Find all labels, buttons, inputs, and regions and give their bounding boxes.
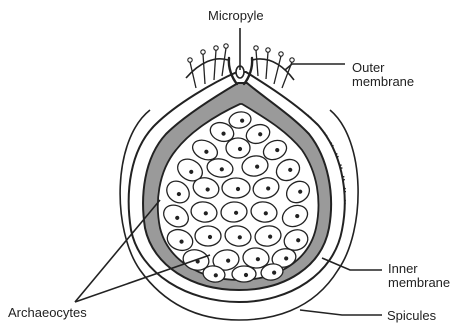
outer-membrane-label: Outer membrane bbox=[352, 61, 414, 89]
inner-membrane-label: Inner membrane bbox=[388, 262, 450, 290]
collar-spicule bbox=[274, 56, 281, 84]
archaeocyte-nucleus bbox=[208, 235, 212, 239]
archaeocyte bbox=[222, 178, 250, 198]
archaeocyte bbox=[195, 226, 221, 246]
micropyle-label: Micropyle bbox=[208, 9, 264, 23]
archaeocyte-membrane bbox=[195, 226, 221, 246]
spicules-label-text: Spicules bbox=[387, 309, 436, 323]
collar-spicule-tip bbox=[224, 44, 228, 48]
collar-spicule-tip bbox=[266, 48, 270, 52]
leader-spicules bbox=[300, 310, 382, 315]
collar-spicule bbox=[190, 62, 196, 88]
archaeocyte bbox=[226, 138, 250, 158]
collar-spicule bbox=[256, 50, 258, 76]
archaeocyte-membrane bbox=[232, 266, 256, 282]
collar-spicule bbox=[203, 54, 205, 84]
archaeocyte-nucleus bbox=[244, 273, 248, 277]
archaeocyte bbox=[232, 266, 256, 282]
archaeocyte-nucleus bbox=[236, 187, 240, 191]
collar-spicule-tip bbox=[290, 58, 294, 62]
collar-spicule-tip bbox=[214, 46, 218, 50]
collar-spicule-tip bbox=[279, 52, 283, 56]
outer-membrane-label-line-2: membrane bbox=[352, 75, 414, 89]
collar-spicule-tip bbox=[201, 50, 205, 54]
archaeocyte-membrane bbox=[226, 138, 250, 158]
inner-membrane-label-line-2: membrane bbox=[388, 276, 450, 290]
collar-spicule bbox=[266, 52, 268, 79]
collar-spicule-tip bbox=[254, 46, 258, 50]
collar-spicule bbox=[222, 48, 226, 76]
outer-membrane-label-line-1: Outer bbox=[352, 61, 414, 75]
archaeocytes-label: Archaeocytes bbox=[8, 306, 87, 320]
spicules-label: Spicules bbox=[387, 309, 436, 323]
collar-spicule-tip bbox=[188, 58, 192, 62]
micropyle-label-text: Micropyle bbox=[208, 9, 264, 23]
archaeocyte-nucleus bbox=[238, 147, 242, 151]
archaeocyte-membrane bbox=[222, 178, 250, 198]
collar-right bbox=[252, 59, 294, 80]
leader-outer-membrane bbox=[285, 64, 345, 70]
collar-spicule bbox=[214, 50, 216, 80]
archaeocytes-label-text: Archaeocytes bbox=[8, 306, 87, 320]
inner-membrane-label-line-1: Inner bbox=[388, 262, 450, 276]
